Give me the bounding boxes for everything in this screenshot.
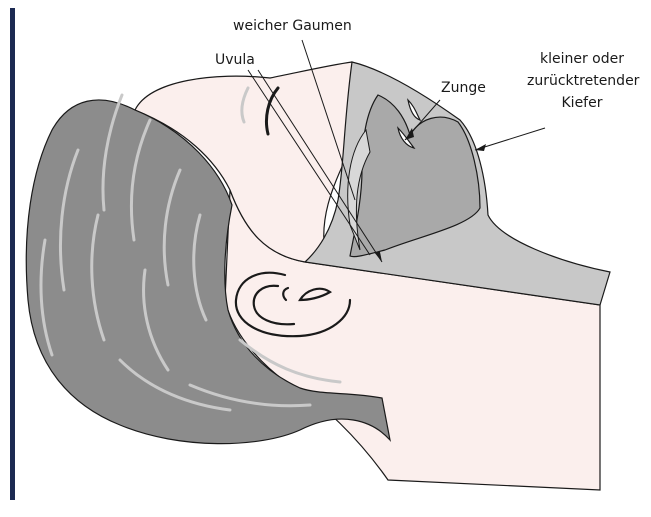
left-border-bar: [10, 8, 15, 500]
label-jaw-line1: kleiner oder: [527, 48, 637, 70]
label-jaw-line3: Kiefer: [527, 92, 637, 114]
label-soft-palate: weicher Gaumen: [233, 18, 352, 34]
arrowhead-jaw: [475, 144, 486, 151]
label-tongue: Zunge: [441, 80, 486, 96]
label-jaw-line2: zurücktretender: [527, 70, 637, 92]
pointer-jaw: [475, 128, 545, 150]
label-jaw: kleiner oder zurücktretender Kiefer: [527, 48, 637, 114]
label-uvula: Uvula: [215, 52, 255, 68]
